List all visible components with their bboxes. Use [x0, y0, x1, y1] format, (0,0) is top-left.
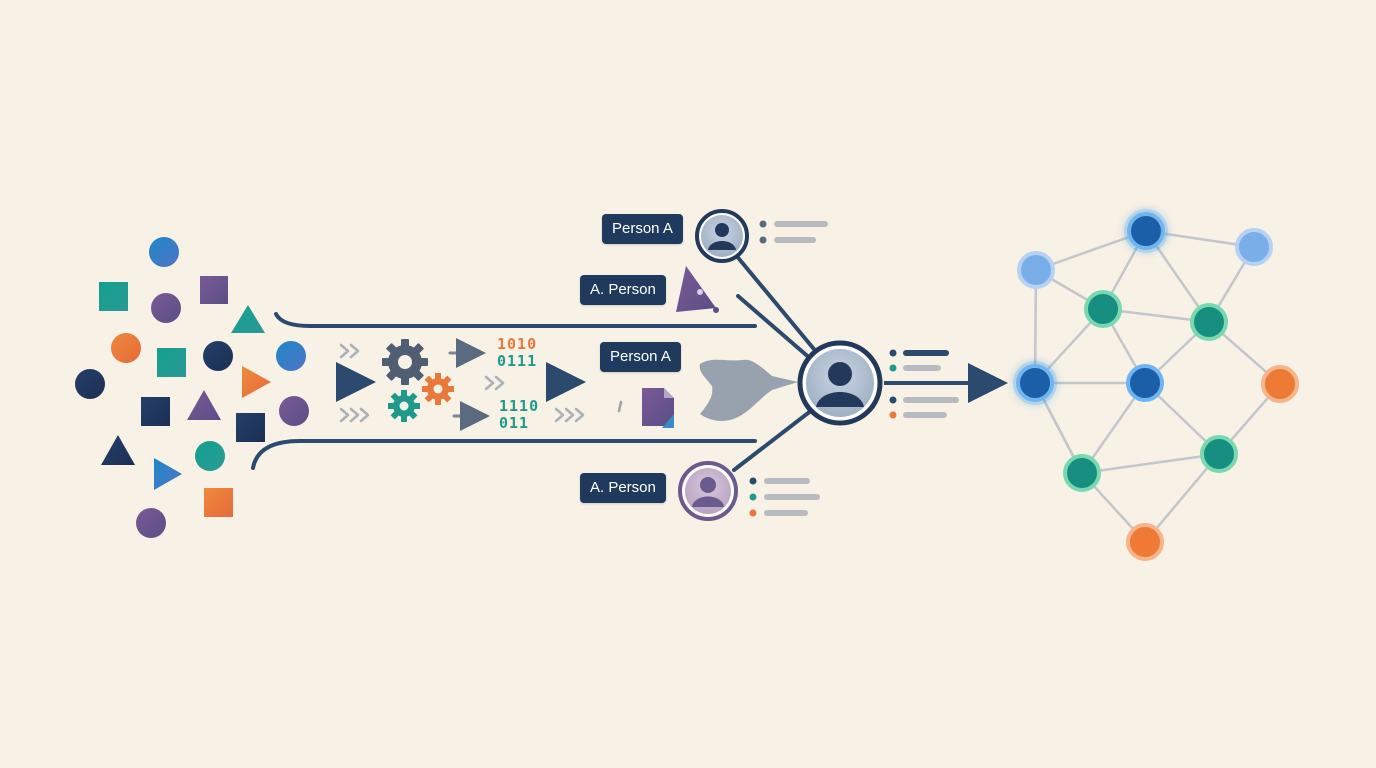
raw-data-shapes	[75, 237, 309, 538]
processing-gears-icon	[382, 339, 454, 422]
person-label-middle: Person A	[600, 342, 681, 372]
binary-group-1: 1010 0111	[497, 336, 537, 370]
attribute-list-bottom	[749, 477, 820, 517]
binary-line: 011	[499, 414, 530, 432]
attribute-list-top	[759, 220, 828, 244]
purple-triangle-icon	[676, 266, 719, 313]
binary-group-2: 1110 011	[499, 398, 539, 432]
person-icon-bottom	[678, 461, 738, 521]
binary-line: 1010	[497, 335, 538, 353]
merge-node-person-icon	[797, 340, 883, 426]
graph-nodes	[1013, 209, 1299, 561]
record-connectors	[732, 252, 820, 472]
alias-label-upper: A. Person	[580, 275, 666, 305]
merge-splash-icon	[699, 359, 798, 421]
pipeline-funnel	[251, 312, 960, 470]
flow-arrows	[326, 338, 586, 431]
person-label-top: Person A	[602, 214, 683, 244]
record-document-icon	[617, 388, 674, 428]
knowledge-graph-network	[1013, 209, 1299, 561]
alias-label-lower: A. Person	[580, 473, 666, 503]
binary-line: 0111	[497, 352, 538, 370]
attribute-list-merged	[889, 349, 959, 419]
binary-line: 1110	[499, 397, 540, 415]
person-icon-top	[695, 209, 749, 263]
